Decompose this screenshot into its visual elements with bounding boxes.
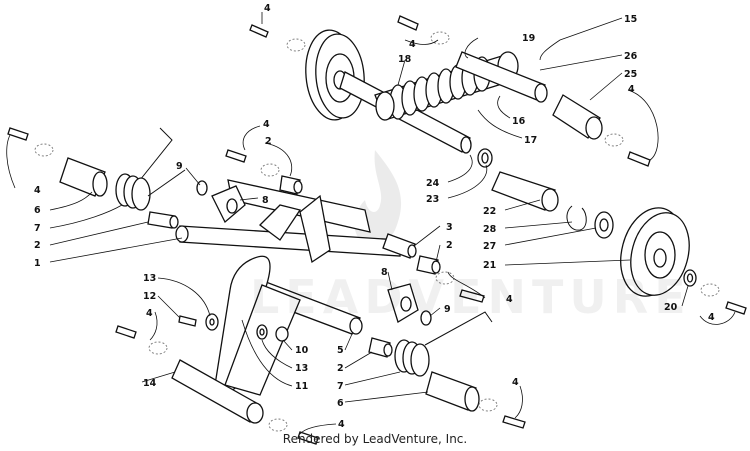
- callout-9: 9: [444, 304, 451, 315]
- callout-20: 20: [664, 302, 678, 313]
- bushing-2-lower: [368, 337, 393, 358]
- front-arm-frame: [171, 179, 401, 424]
- callout-12: 12: [143, 291, 156, 302]
- bushing-25: [552, 94, 603, 140]
- washer-13-lower: [256, 324, 268, 340]
- callout-4: 4: [512, 377, 519, 388]
- bushing-2-upper: [279, 175, 303, 195]
- callout-6: 6: [34, 205, 41, 216]
- spring-cap-8-upper: [211, 185, 246, 224]
- callout-9: 9: [176, 161, 183, 172]
- watermark-logo: [354, 150, 402, 246]
- callout-11: 11: [295, 381, 308, 392]
- callout-27: 27: [483, 241, 496, 252]
- spring-cap-8-lower: [387, 283, 419, 323]
- bearing-27: [594, 211, 614, 239]
- callout-10: 10: [295, 345, 309, 356]
- callout-4: 4: [264, 3, 271, 14]
- callout-24: 24: [426, 178, 440, 189]
- callout-1: 1: [34, 258, 41, 269]
- callout-5: 5: [337, 345, 344, 356]
- watermark-text: LEADVENTURE: [250, 270, 692, 324]
- callout-13: 13: [143, 273, 156, 284]
- callout-4: 4: [409, 39, 416, 50]
- idler-wheel-right: [620, 207, 690, 297]
- callout-3: 3: [446, 222, 453, 233]
- spacer-22: [491, 171, 559, 212]
- callout-2: 2: [34, 240, 41, 251]
- callout-14: 14: [143, 378, 157, 389]
- bushing-2-left: [147, 211, 179, 229]
- leader-lines: [6, 12, 736, 435]
- bolt-4-set: [7, 15, 747, 445]
- callout-23: 23: [426, 194, 439, 205]
- callout-13: 13: [295, 363, 308, 374]
- shock-spring: [374, 51, 519, 121]
- callout-4: 4: [708, 312, 715, 323]
- callout-2: 2: [337, 363, 344, 374]
- callout-labels: 4 4 19 15 26 25 18 4 16 17 4 2 9 8 24 23…: [34, 3, 715, 430]
- bushing-6-left: [59, 157, 108, 197]
- callout-4: 4: [146, 308, 153, 319]
- washer-13-upper: [205, 313, 219, 331]
- callout-8: 8: [381, 267, 388, 278]
- callout-2: 2: [446, 240, 453, 251]
- callout-2: 2: [265, 136, 272, 147]
- circlip-9-lower: [420, 310, 432, 326]
- torsion-spring-left: [115, 127, 186, 211]
- washer-23: [477, 148, 493, 168]
- callout-25: 25: [624, 69, 637, 80]
- callout-21: 21: [483, 260, 496, 271]
- callout-4: 4: [628, 84, 635, 95]
- callout-17: 17: [524, 135, 537, 146]
- callout-4: 4: [263, 119, 270, 130]
- idler-wheel-top-left: [305, 29, 365, 121]
- nut-10: [275, 326, 289, 342]
- shaft-end-3: [382, 233, 417, 259]
- render-credit: Rendered by LeadVenture, Inc.: [282, 432, 468, 446]
- callout-4: 4: [34, 185, 41, 196]
- washer-20: [683, 269, 697, 287]
- callout-22: 22: [483, 206, 496, 217]
- callout-19: 19: [522, 33, 535, 44]
- callout-4: 4: [338, 419, 345, 430]
- torsion-spring-right: [394, 311, 493, 377]
- callout-15: 15: [624, 14, 637, 25]
- circlip-28: [566, 205, 587, 231]
- callout-6: 6: [337, 398, 344, 409]
- callout-7: 7: [34, 223, 41, 234]
- callout-28: 28: [483, 224, 497, 235]
- callout-7: 7: [337, 381, 344, 392]
- callout-26: 26: [624, 51, 638, 62]
- callout-18: 18: [398, 54, 412, 65]
- bushing-6-right: [425, 371, 480, 412]
- bushing-15: [455, 51, 548, 103]
- callout-8: 8: [262, 195, 269, 206]
- callout-4: 4: [506, 294, 513, 305]
- bolt-12: [178, 315, 197, 327]
- callout-16: 16: [512, 116, 526, 127]
